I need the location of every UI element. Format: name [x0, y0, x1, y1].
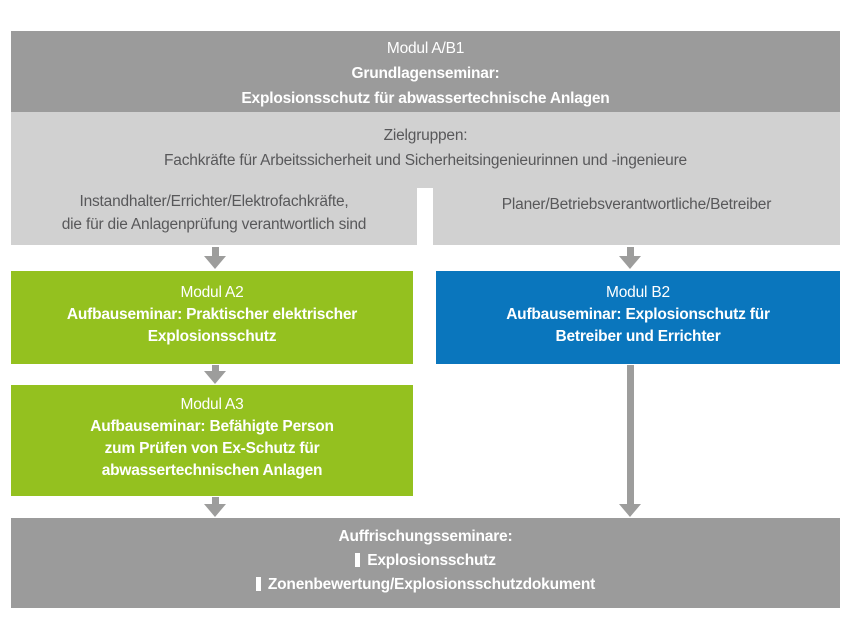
arrow-left-to-a2 — [204, 247, 226, 269]
target-group-right: Planer/Betriebsverantwortliche/Betreiber — [433, 188, 840, 245]
arrow-b2-to-refresher — [619, 365, 641, 517]
modul-a3-line3: abwassertechnischen Anlagen — [101, 462, 323, 479]
arrow-down-icon — [204, 371, 226, 384]
modul-b2-title: Modul B2 — [606, 284, 670, 301]
column-divider — [417, 188, 433, 245]
arrow-down-icon — [204, 504, 226, 517]
modul-ab1-title: Modul A/B1 — [386, 40, 465, 57]
modul-b2-box: Modul B2 Aufbauseminar: Explosionschutz … — [436, 271, 840, 364]
modul-ab1-subtitle: Grundlagenseminar: — [351, 65, 500, 82]
target-groups-columns: Instandhalter/Errichter/Elektrofachkräft… — [11, 188, 840, 245]
modul-a2-line1: Aufbauseminar: Praktischer elektrischer — [66, 306, 358, 323]
arrow-down-icon — [204, 256, 226, 269]
target-group-left: Instandhalter/Errichter/Elektrofachkräft… — [11, 188, 417, 245]
refresher-item-label: Explosionsschutz — [367, 552, 496, 569]
arrow-down-icon — [619, 504, 641, 517]
modul-a2-line2: Explosionsschutz — [147, 328, 277, 345]
modul-ab1-box: Modul A/B1 Grundlagenseminar: Explosions… — [11, 31, 840, 112]
target-group-left-line1: Instandhalter/Errichter/Elektrofachkräft… — [79, 193, 349, 210]
modul-a2-box: Modul A2 Aufbauseminar: Praktischer elek… — [11, 271, 413, 364]
target-groups-subtitle: Fachkräfte für Arbeitssicherheit und Sic… — [164, 152, 687, 169]
arrow-down-icon — [619, 256, 641, 269]
target-groups-title: Zielgruppen: — [383, 127, 468, 144]
refresher-item: Zonenbewertung/Explosionsschutzdokument — [11, 573, 840, 597]
refresher-item-label: Zonenbewertung/Explosionsschutzdokument — [267, 576, 596, 593]
target-group-right-line1: Planer/Betriebsverantwortliche/Betreiber — [501, 196, 772, 213]
refresher-title: Auffrischungsseminare: — [338, 528, 513, 545]
arrow-right-to-b2 — [619, 247, 641, 269]
bullet-bar-icon — [355, 553, 361, 567]
modul-b2-line1: Aufbauseminar: Explosionschutz für — [506, 306, 770, 323]
modul-a3-line2: zum Prüfen von Ex-Schutz für — [104, 440, 320, 457]
modul-a3-title: Modul A3 — [180, 396, 244, 413]
modul-a3-box: Modul A3 Aufbauseminar: Befähigte Person… — [11, 385, 413, 496]
refresher-box: Auffrischungsseminare: Explosionsschutz … — [11, 518, 840, 608]
refresher-item: Explosionsschutz — [11, 549, 840, 573]
target-groups-box: Zielgruppen: Fachkräfte für Arbeitssiche… — [11, 112, 840, 245]
target-group-left-line2: die für die Anlagenprüfung verantwortlic… — [61, 216, 367, 233]
modul-b2-line2: Betreiber und Errichter — [555, 328, 721, 345]
modul-a3-line1: Aufbauseminar: Befähigte Person — [90, 418, 334, 435]
arrow-a2-to-a3 — [204, 365, 226, 384]
bullet-bar-icon — [255, 577, 261, 591]
modul-ab1-description: Explosionsschutz für abwassertechnische … — [241, 90, 610, 107]
modul-a2-title: Modul A2 — [180, 284, 244, 301]
arrow-a3-to-refresher — [204, 497, 226, 517]
